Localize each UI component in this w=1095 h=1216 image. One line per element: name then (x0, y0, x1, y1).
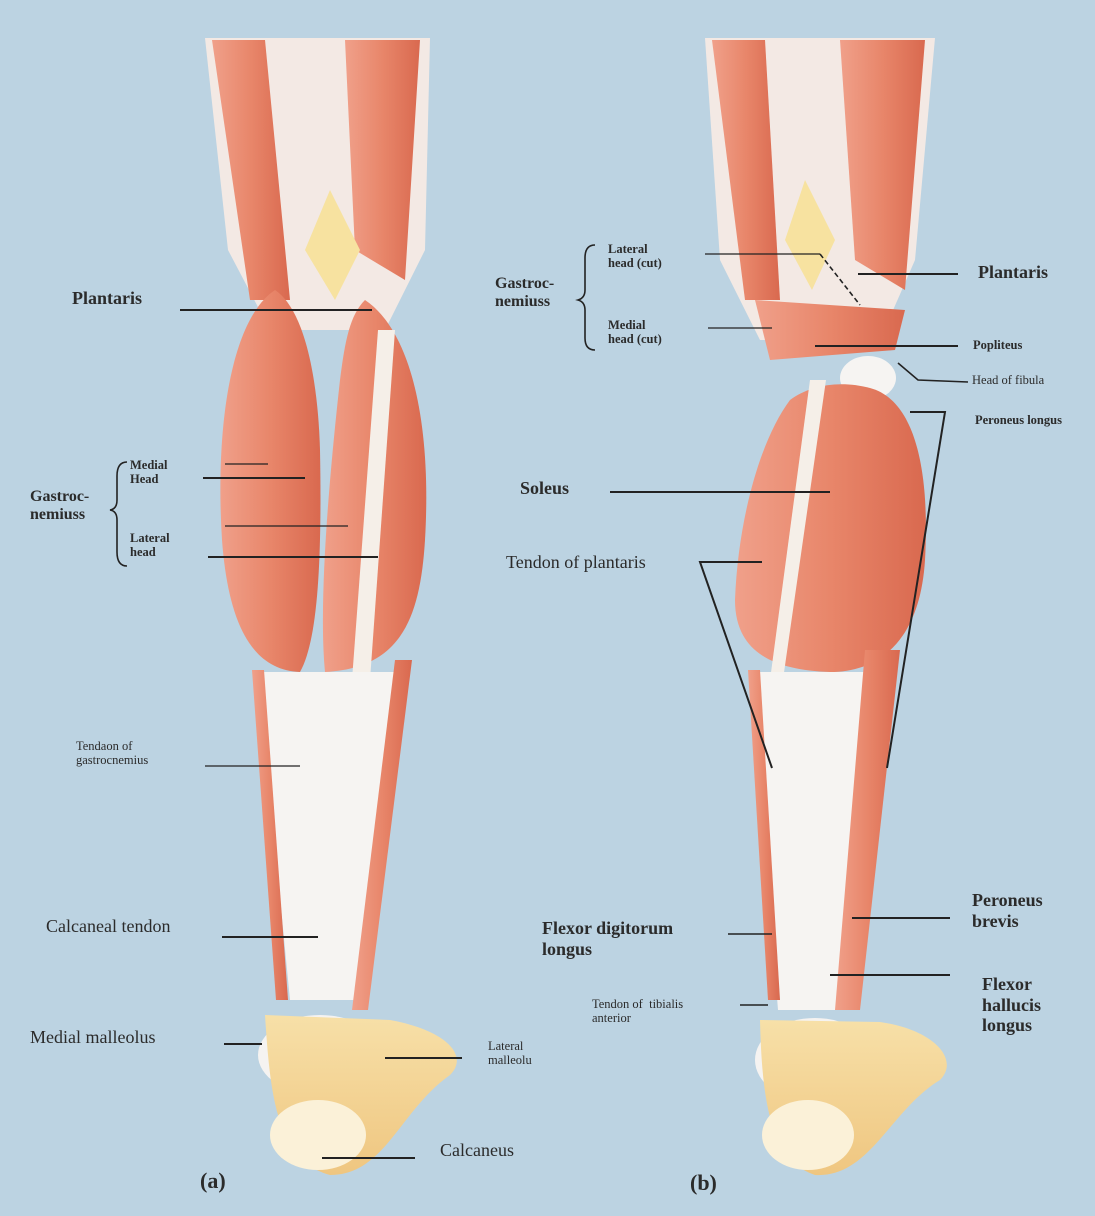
label-peroneus-brevis-b: Peroneus brevis (972, 890, 1043, 931)
label-lateral-malleolus-a: Lateral malleolu (488, 1039, 532, 1068)
label-lateral-head-cut-b: Lateral head (cut) (608, 242, 662, 271)
label-flexor-digitorum-b: Flexor digitorum longus (542, 918, 673, 959)
label-flexor-hallucis-b: Flexor hallucis longus (982, 974, 1041, 1036)
caption-a: (a) (200, 1168, 226, 1193)
label-tendon-plantaris-b: Tendon of plantaris (506, 552, 646, 573)
leg-a (205, 38, 457, 1175)
gastroc-medial-a (220, 290, 320, 672)
label-gastroc-a: Gastroc- nemiuss (30, 488, 89, 525)
label-peroneus-longus-b: Peroneus longus (975, 413, 1062, 427)
soleus-b (735, 384, 926, 672)
label-medial-head-a: Medial Head (130, 458, 168, 487)
label-plantaris-a: Plantaris (72, 288, 142, 309)
label-lateral-head-a: Lateral head (130, 531, 170, 560)
bracket-a (110, 462, 127, 566)
heel-a (270, 1100, 366, 1170)
popliteus-b (755, 300, 905, 360)
caption-b: (b) (690, 1170, 717, 1195)
label-medial-malleolus-a: Medial malleolus (30, 1027, 155, 1048)
label-popliteus-b: Popliteus (973, 338, 1022, 352)
label-calcaneal-tendon-a: Calcaneal tendon (46, 916, 170, 937)
heel-b (762, 1100, 854, 1170)
label-calcaneus-a: Calcaneus (440, 1140, 514, 1161)
label-tendon-gastroc-a: Tendaon of gastrocnemius (76, 739, 148, 768)
label-soleus-b: Soleus (520, 478, 569, 499)
bracket-b (578, 245, 595, 350)
label-tendon-tibialis-b: Tendon of tibialis anterior (592, 997, 683, 1026)
leader-head-fibula-b (898, 363, 968, 382)
label-medial-head-cut-b: Medial head (cut) (608, 318, 662, 347)
label-head-fibula-b: Head of fibula (972, 373, 1044, 387)
label-gastroc-b: Gastroc- nemiuss (495, 275, 554, 312)
label-plantaris-b: Plantaris (978, 262, 1048, 283)
